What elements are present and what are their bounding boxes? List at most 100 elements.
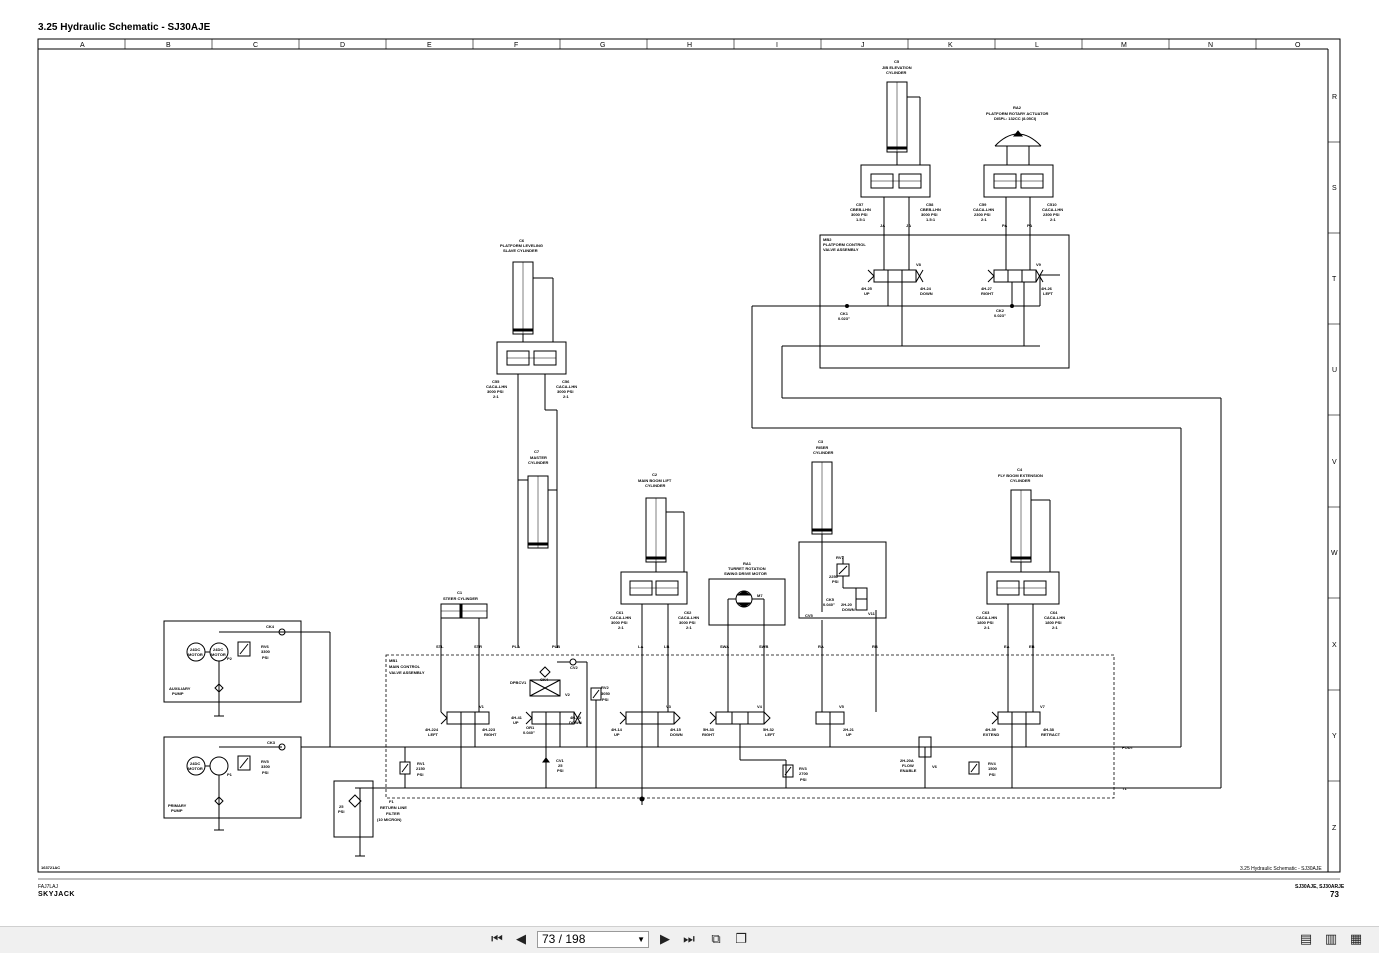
two-page-view-icon[interactable]: ▦ bbox=[1349, 932, 1363, 947]
filter-note: (10 MICRON) bbox=[377, 817, 402, 822]
c59-tag: 2300 PSI bbox=[974, 212, 990, 217]
ra1-name: TURRET ROTATION bbox=[728, 566, 766, 571]
c64-tag: 2:1 bbox=[1052, 625, 1059, 630]
col-label: I bbox=[776, 42, 778, 49]
c58-tag: 1.5:1 bbox=[926, 217, 936, 222]
c2-name: MAIN BOOM LIFT bbox=[638, 478, 672, 483]
single-page-view-icon[interactable]: ▤ bbox=[1299, 932, 1313, 947]
port-stl: STL bbox=[436, 644, 444, 649]
c63-tag: CACA-LHN bbox=[976, 615, 997, 620]
turret-rotation-motor bbox=[708, 578, 786, 712]
rv3-tag: 2700 bbox=[799, 771, 809, 776]
v7-id: V7 bbox=[1040, 704, 1046, 709]
rv6-tag: PSI bbox=[262, 655, 268, 660]
copy-page-icon[interactable]: ❐ bbox=[735, 932, 747, 947]
page-number: 73 bbox=[1330, 890, 1339, 899]
ra2-id: RA2 bbox=[1013, 105, 1022, 110]
c56-tag: C56 bbox=[562, 379, 570, 384]
aux-pump-word: MOTOR bbox=[211, 652, 226, 657]
aux-sub: PUMP bbox=[172, 691, 184, 696]
row-label: R bbox=[1332, 94, 1337, 101]
port-ja: JA bbox=[906, 223, 911, 228]
v8-id: V8 bbox=[916, 262, 922, 267]
rv2-tag: 3050 bbox=[601, 691, 611, 696]
mb2-valve-assembly bbox=[752, 234, 1070, 369]
c510-tag: CACA-LHN bbox=[1042, 207, 1063, 212]
v2-leveling-valve bbox=[525, 658, 602, 788]
c59-tag: 2:1 bbox=[981, 217, 988, 222]
rv5-tag: RV5 bbox=[261, 759, 269, 764]
first-page-icon[interactable]: ⏮ bbox=[491, 932, 503, 947]
v5-riser-valve bbox=[815, 620, 845, 747]
rv4-tag: RV4 bbox=[988, 761, 996, 766]
ck4-tag: CK4 bbox=[540, 677, 549, 682]
v6-id: V6 bbox=[932, 764, 938, 769]
col-label: G bbox=[600, 42, 605, 49]
col-label: J bbox=[861, 42, 865, 49]
rv6-tag: RV6 bbox=[261, 644, 269, 649]
v5-id: V5 bbox=[839, 704, 845, 709]
previous-page-icon[interactable]: ◀ bbox=[516, 932, 526, 947]
col-label: A bbox=[80, 42, 85, 49]
c62-tag: 3000 PSI bbox=[679, 620, 695, 625]
v2-a: 4H-41 bbox=[511, 715, 523, 720]
row-label: V bbox=[1332, 459, 1337, 466]
c58-tag: C58 bbox=[926, 202, 934, 207]
hydraulic-schematic: A B C D E F G H I J K L M N O R S T U V … bbox=[37, 38, 1341, 880]
rv7-tag: RV7 bbox=[836, 555, 844, 560]
c56-tag: 2:1 bbox=[563, 394, 570, 399]
rotary-actuator bbox=[994, 130, 1042, 165]
c58-tag: 3000 PSI bbox=[921, 212, 937, 217]
filter-id: F1 bbox=[389, 799, 394, 804]
row-label: Z bbox=[1332, 825, 1337, 832]
c58-tag: CBEB-LHN bbox=[920, 207, 941, 212]
port-ra: RA bbox=[818, 644, 824, 649]
c6-name: PLATFORM LEVELING bbox=[500, 243, 543, 248]
or1-tag: OR1 bbox=[526, 725, 535, 730]
v8-b-dir: DOWN bbox=[920, 291, 933, 296]
drawing-frame bbox=[37, 38, 1341, 873]
continuous-view-icon[interactable]: ▥ bbox=[1324, 932, 1338, 947]
col-label: M bbox=[1121, 42, 1127, 49]
c55-tag: 2:1 bbox=[493, 394, 500, 399]
rv7-tag: 2250 bbox=[829, 574, 839, 579]
c62-tag: 2:1 bbox=[686, 625, 693, 630]
ra1-sub: SWING DRIVE MOTOR bbox=[724, 571, 767, 576]
platform-hose-lines bbox=[751, 306, 1222, 788]
c510-tag: 2300 PSI bbox=[1043, 212, 1059, 217]
column-dividers bbox=[124, 39, 1257, 49]
v11-id: V11 bbox=[868, 611, 876, 616]
mb1-valve-assembly bbox=[385, 654, 1115, 799]
c6-id: C6 bbox=[519, 238, 525, 243]
col-label: H bbox=[687, 42, 692, 49]
c4-sub: CYLINDER bbox=[1010, 478, 1031, 483]
page-number-select[interactable]: 73 / 198 ▼ bbox=[537, 931, 649, 948]
footer-models: SJ30AJE, SJ30ARJE bbox=[1295, 884, 1345, 890]
v3-b-dir: DOWN bbox=[670, 732, 683, 737]
primary-motor-word: MOTOR bbox=[188, 766, 203, 771]
last-page-icon[interactable]: ⏭ bbox=[683, 932, 695, 947]
mb2-name: PLATFORM CONTROL bbox=[823, 242, 866, 247]
primary-motor-label: 24DC bbox=[190, 761, 200, 766]
v7-b: 4H-38 bbox=[1043, 727, 1055, 732]
v2-b-dir: DOWN bbox=[569, 720, 582, 725]
col-label: O bbox=[1295, 42, 1301, 49]
c4-id: C4 bbox=[1017, 467, 1023, 472]
rotate-page-icon[interactable]: ⧉ bbox=[711, 932, 721, 947]
master-cylinder bbox=[518, 475, 557, 549]
port-eb: EB bbox=[1029, 644, 1035, 649]
fly-boom-extension-cylinder bbox=[1010, 489, 1051, 572]
port-lb: LB bbox=[664, 644, 669, 649]
v11-a: 2H-20 bbox=[841, 602, 853, 607]
filter-sub: FILTER bbox=[386, 811, 400, 816]
auxiliary-pump-unit bbox=[163, 620, 331, 747]
row-label: T bbox=[1332, 276, 1337, 283]
main-galleries bbox=[301, 746, 1221, 789]
c63-tag: C63 bbox=[982, 610, 990, 615]
next-page-icon[interactable]: ▶ bbox=[660, 932, 670, 947]
v6-l3: ENABLE bbox=[900, 768, 917, 773]
ck2-tag: CK2 bbox=[996, 308, 1005, 313]
v3-a: 4H-14 bbox=[611, 727, 623, 732]
mb2-sub: VALVE ASSEMBLY bbox=[823, 247, 859, 252]
primary-pump-unit bbox=[163, 736, 302, 831]
